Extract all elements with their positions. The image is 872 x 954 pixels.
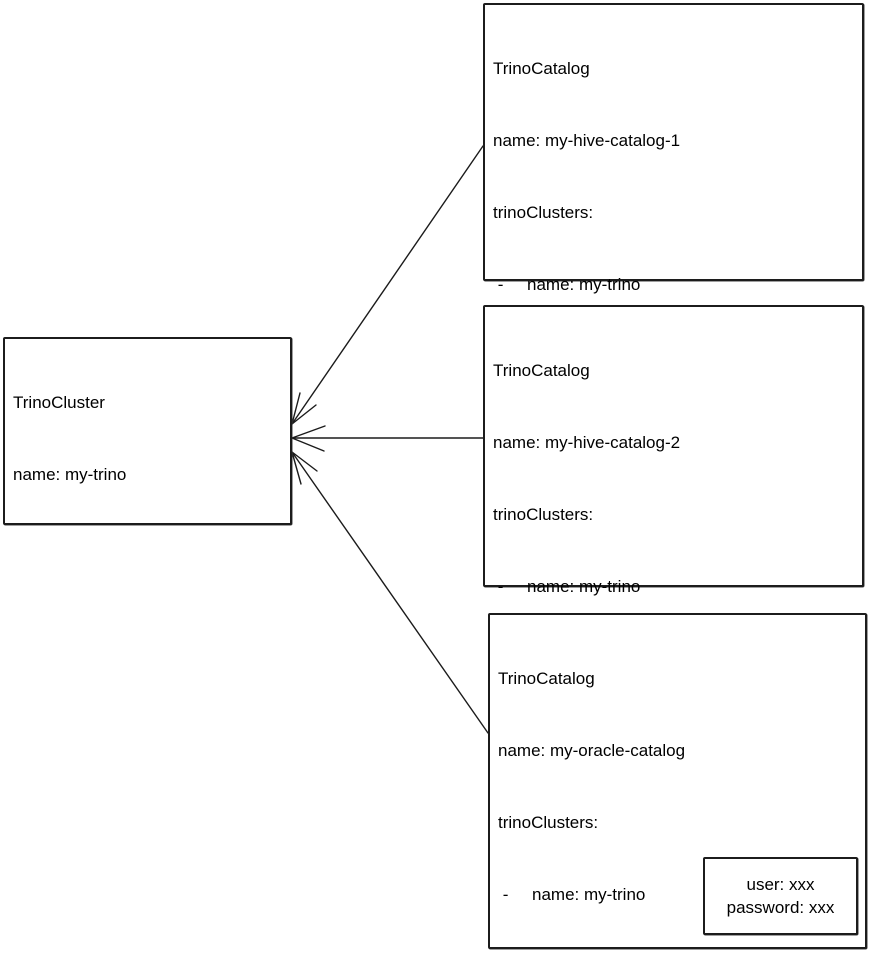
- trino-catalog-hive-2-box: TrinoCatalog name: my-hive-catalog-2 tri…: [483, 305, 864, 884]
- yaml-line: TrinoCluster: [13, 393, 105, 412]
- yaml-line: TrinoCatalog: [493, 361, 590, 380]
- yaml-line: trinoClusters:: [498, 813, 599, 832]
- yaml-line: trinoClusters:: [493, 203, 594, 222]
- yaml-line: trinoClusters:: [493, 505, 594, 524]
- yaml-line: TrinoCatalog: [493, 59, 590, 78]
- yaml-line: name: my-oracle-catalog: [498, 741, 686, 760]
- edge-catalog1-to-cluster: [291, 145, 484, 425]
- secret-line: password: xxx: [726, 898, 835, 917]
- oracle-credentials-secret-box: user: xxx password: xxx: [703, 857, 858, 935]
- trino-catalog-hive-1-box: TrinoCatalog name: my-hive-catalog-1 tri…: [483, 3, 864, 654]
- yaml-line: - name: my-trino: [498, 885, 646, 904]
- yaml-line: name: my-trino: [13, 465, 127, 484]
- edge-catalog3-to-cluster: [291, 451, 489, 734]
- yaml-line: TrinoCatalog: [498, 669, 595, 688]
- trino-cluster-box: TrinoCluster name: my-trino: [3, 337, 292, 525]
- yaml-line: - name: my-trino: [493, 275, 641, 294]
- yaml-line: - name: my-trino: [493, 577, 641, 596]
- secret-line: user: xxx: [746, 875, 815, 894]
- yaml-line: name: my-hive-catalog-1: [493, 131, 681, 150]
- edge-catalog2-to-cluster: [291, 425, 484, 452]
- yaml-line: name: my-hive-catalog-2: [493, 433, 681, 452]
